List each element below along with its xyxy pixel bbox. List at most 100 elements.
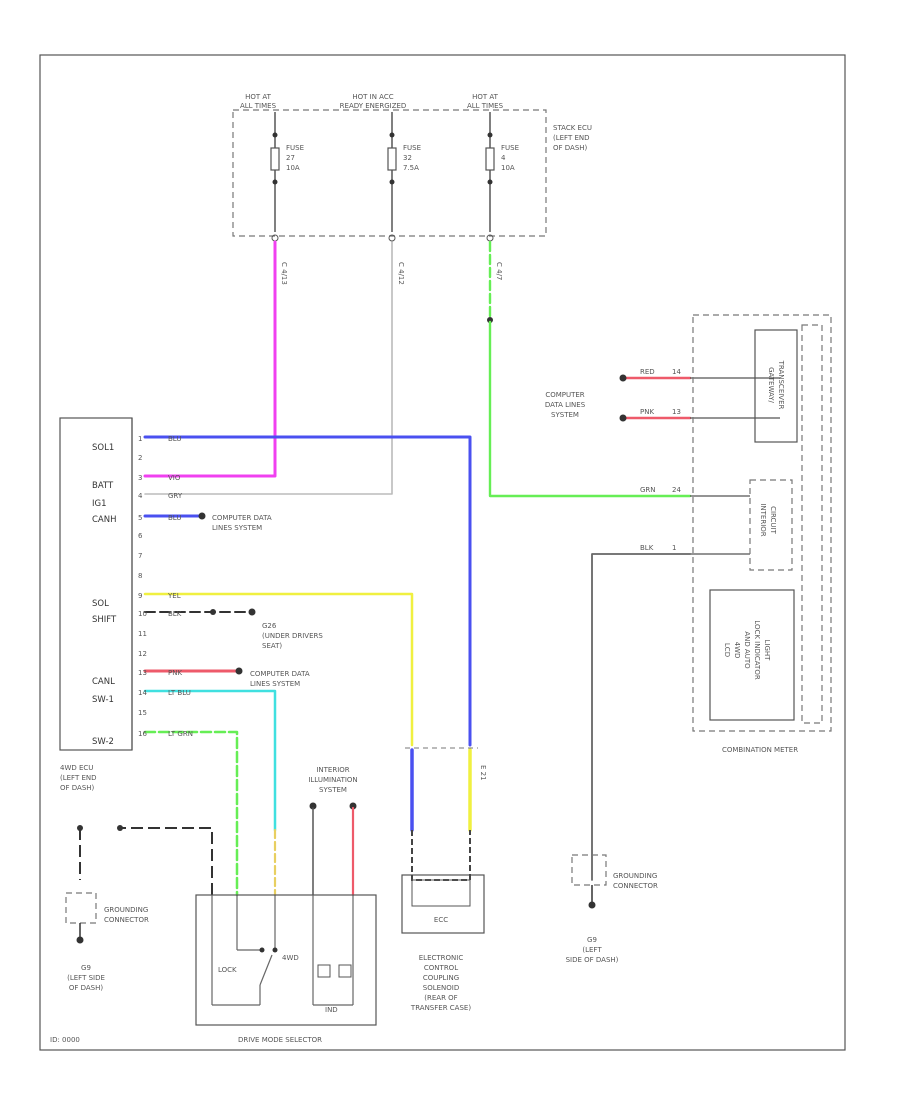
wire-green-meter-2 xyxy=(488,320,692,498)
meter-module1-1: GATEWAY/ xyxy=(767,367,775,403)
junction-line3: OF DASH) xyxy=(553,144,588,152)
wc-blu2: BLU xyxy=(168,514,181,522)
wc-ltgrn: LT GRN xyxy=(168,730,193,738)
selector-4wd: 4WD xyxy=(282,954,299,962)
fuse3-label: FUSE xyxy=(501,144,519,152)
gr-line3: SIDE OF DASH) xyxy=(566,956,619,964)
wire-black-meter xyxy=(591,553,691,881)
ground-right: GROUNDING CONNECTOR G9 (LEFT SIDE OF DAS… xyxy=(566,854,658,964)
fuse1-label: FUSE xyxy=(286,144,304,152)
pin-canl: CANL xyxy=(92,677,115,687)
coupling-title-3: COUPLING xyxy=(423,974,459,982)
ecu-name-1: 4WD ECU xyxy=(60,764,93,772)
pin-num-10: 10 xyxy=(138,610,147,618)
hot2-line2: READY ENERGIZED xyxy=(340,102,407,110)
pin-ig1: IG1 xyxy=(92,499,107,509)
pin-sol: SOL xyxy=(92,599,109,609)
pin-num-7: 7 xyxy=(138,552,142,560)
cds3-line3: SYSTEM xyxy=(551,411,579,419)
gc-right-line2: CONNECTOR xyxy=(613,882,658,890)
interior-line1: INTERIOR xyxy=(316,766,349,774)
pin-num-9: 9 xyxy=(138,592,142,600)
pin-num-6: 6 xyxy=(138,532,143,540)
pin-sw2: SW-2 xyxy=(92,737,114,747)
ec-conn-label: E 21 xyxy=(479,765,487,781)
wc-gry: GRY xyxy=(168,492,183,500)
conn3-label: C 4/7 xyxy=(495,262,503,280)
coupling-solenoid: ECC ELECTRONIC CONTROL COUPLING SOLENOID… xyxy=(401,830,485,1012)
wire-ltgreen-sw2 xyxy=(143,730,239,897)
fuse3-rating: 10A xyxy=(501,164,515,172)
meter-module3-1: LCD xyxy=(723,643,731,657)
ecu-wire-colors: BLU VIO GRY BLU YEL BLK PNK LT BLU LT GR… xyxy=(167,435,193,738)
4wd-ecu: SOL1 BATT IG1 CANH SOL SHIFT CANL SW-1 S… xyxy=(59,417,193,792)
gr-line2: (LEFT xyxy=(582,946,602,954)
junction-line2: (LEFT END xyxy=(553,134,590,142)
wc-ltblu: LT BLU xyxy=(168,689,191,697)
hot2-line1: HOT IN ACC xyxy=(352,93,393,101)
fuse2-label: FUSE xyxy=(403,144,421,152)
selector-title: DRIVE MODE SELECTOR xyxy=(238,1036,322,1044)
wc-blk: BLK xyxy=(168,610,182,618)
meter-module3-2: 4WD xyxy=(733,642,741,659)
coupling-title-4: SOLENOID xyxy=(423,984,459,992)
conn1-label: C 4/13 xyxy=(280,262,288,285)
gc-left-line2: CONNECTOR xyxy=(104,916,149,924)
fuse2-rating: 7.5A xyxy=(403,164,419,172)
gl-line1: G9 xyxy=(81,964,91,972)
meter-pin-24: 24 xyxy=(672,486,681,494)
pin-num-13: 13 xyxy=(138,669,147,677)
fuse1-number: 27 xyxy=(286,154,295,162)
cds2-line2: LINES SYSTEM xyxy=(250,680,300,688)
pin-num-11: 11 xyxy=(138,630,147,638)
gc-right-line1: GROUNDING xyxy=(613,872,657,880)
meter-wire-pnk: PNK xyxy=(640,408,654,416)
pin-num-15: 15 xyxy=(138,709,147,717)
hot3-line1: HOT AT xyxy=(472,93,499,101)
coupling-title-6: TRANSFER CASE) xyxy=(410,1004,471,1012)
selector-lock: LOCK xyxy=(218,966,237,974)
combination-meter: GATEWAY/ TRANSCEIVER INTERIOR CIRCUIT LC… xyxy=(640,314,832,754)
gl-line3: OF DASH) xyxy=(69,984,104,992)
meter-pin-14: 14 xyxy=(672,368,681,376)
meter-wire-grn: GRN xyxy=(640,486,656,494)
pin-num-3: 3 xyxy=(138,474,142,482)
wire-yellow-sol xyxy=(143,592,414,747)
wc-vio: VIO xyxy=(168,474,181,482)
ecu-name-2: (LEFT END xyxy=(60,774,97,782)
wc-blu: BLU xyxy=(168,435,181,443)
wc-yel: YEL xyxy=(167,592,181,600)
drive-mode-selector: LOCK 4WD IND DRIVE MODE SELECTOR xyxy=(195,894,377,1044)
diagram-frame xyxy=(39,54,846,1051)
wire-black-ground-left xyxy=(120,827,213,895)
cds1-line1: COMPUTER DATA xyxy=(212,514,272,522)
meter-wire-red: RED xyxy=(640,368,655,376)
meter-module3-4: LOCK INDICATOR xyxy=(753,620,761,680)
pin-num-12: 12 xyxy=(138,650,147,658)
cds3-line1: COMPUTER xyxy=(545,391,584,399)
coupling-title-2: CONTROL xyxy=(424,964,458,972)
cds2-line1: COMPUTER DATA xyxy=(250,670,310,678)
coupling-title-1: ELECTRONIC xyxy=(419,954,464,962)
fuse-block: HOT AT ALL TIMES HOT IN ACC READY ENERGI… xyxy=(232,93,592,285)
pin-shift: SHIFT xyxy=(92,615,117,625)
fuse3-number: 4 xyxy=(501,154,506,162)
fuse-32: FUSE 32 7.5A xyxy=(387,112,421,232)
wire-ltblue-sw1 xyxy=(143,689,277,832)
pin-num-4: 4 xyxy=(138,492,143,500)
gr-line1: G9 xyxy=(587,936,597,944)
junction-line1: STACK ECU xyxy=(553,124,592,132)
pin-num-2: 2 xyxy=(138,454,142,462)
wire-blue-sol1 xyxy=(143,435,472,747)
meter-pin-13: 13 xyxy=(672,408,681,416)
ground-left: GROUNDING CONNECTOR G9 (LEFT SIDE OF DAS… xyxy=(65,892,149,992)
pin-sw1: SW-1 xyxy=(92,695,114,705)
pin-batt: BATT xyxy=(92,481,114,491)
conn2-label: C 4/12 xyxy=(397,262,405,285)
meter-wire-blk: BLK xyxy=(640,544,654,552)
meter-module3-5: LIGHT xyxy=(763,640,771,662)
stack-ecu-box xyxy=(232,109,547,237)
interior-line3: SYSTEM xyxy=(319,786,347,794)
meter-module3-3: AND AUTO xyxy=(743,631,751,669)
